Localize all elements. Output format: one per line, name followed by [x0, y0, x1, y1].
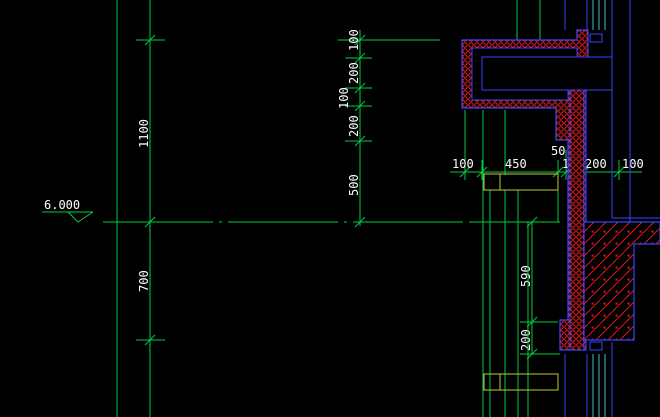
horizontal-dimension-chain — [450, 110, 642, 180]
concrete-beam — [583, 221, 660, 341]
dim-100-top: 100 — [347, 29, 361, 51]
wall-lines — [482, 0, 660, 417]
dim-h-50: 50 — [551, 144, 565, 158]
dim-200-upper: 200 — [347, 62, 361, 84]
dim-700: 700 — [137, 270, 151, 292]
window-frames — [483, 173, 559, 391]
dim-h-200: 200 — [585, 157, 607, 171]
dim-590: 590 — [519, 265, 533, 287]
mid-dimension-chain — [338, 30, 440, 228]
left-dimension-chain — [116, 0, 165, 417]
lower-dimension-chain — [520, 216, 560, 360]
bracket-details — [589, 33, 603, 351]
dim-200-lower: 200 — [347, 115, 361, 137]
dim-h-100-right: 100 — [622, 157, 644, 171]
level-mark-label: 6.000 — [44, 198, 80, 212]
wall-insulation-strip — [569, 89, 585, 351]
overhang-core — [481, 56, 613, 91]
dim-h-100-left: 100 — [452, 157, 474, 171]
dim-h-450: 450 — [505, 157, 527, 171]
dim-500: 500 — [347, 174, 361, 196]
level-mark-symbol — [42, 211, 94, 223]
dim-1100: 1100 — [137, 119, 151, 148]
insulated-overhang — [461, 29, 589, 351]
dim-100-mid: 100 — [337, 87, 351, 109]
lower-window — [564, 342, 613, 417]
dim-200-bottom: 200 — [519, 329, 533, 351]
